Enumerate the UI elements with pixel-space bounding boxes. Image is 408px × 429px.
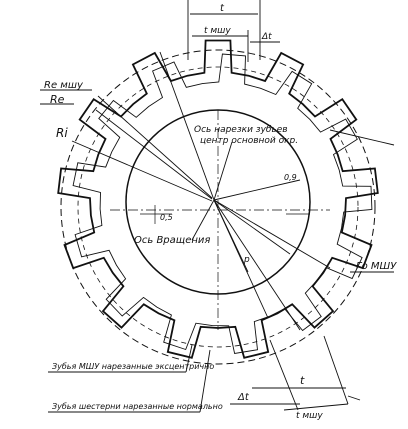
top-dimension (187, 0, 280, 62)
radius-lines (71, 51, 395, 331)
outer-dashed-circle (60, 49, 376, 365)
label-dim-09: 0,9 (284, 173, 297, 182)
label-t-mshu-bottom: t мшу (296, 411, 323, 421)
note-leaders (40, 89, 394, 413)
label-t-top: t (220, 3, 225, 14)
label-ri: Ri (56, 126, 68, 140)
gear-tooth-outline (57, 39, 379, 359)
mshu-tooth-outline (72, 53, 373, 355)
center-lines (110, 110, 330, 330)
label-t-bottom: t (300, 374, 305, 387)
note-teeth-mshu: Зубья МШУ нарезанные эксцентрично (52, 362, 214, 371)
bottom-dimension (230, 335, 361, 411)
label-axis-cutting-center: центр основной окр. (200, 136, 298, 146)
label-axis-cutting: Ось нарезки зубьев (194, 125, 288, 135)
label-re-mshu: Re мшу (44, 80, 84, 91)
label-t-mshu-top: t мшу (204, 26, 231, 36)
label-re: Re (50, 93, 65, 106)
label-dim-05: 0,5 (160, 213, 173, 222)
label-delta-t-top: Δt (261, 32, 272, 42)
label-delta-t-bottom: Δt (237, 392, 250, 403)
inner-dashed-circle (77, 66, 359, 348)
label-axis-rotation: Ось Вращения (134, 235, 210, 246)
label-r0-mshu: Го МШУ (356, 261, 397, 272)
label-p: р (243, 255, 250, 265)
note-teeth-gear: Зубья шестерни нарезанные нормально (52, 402, 223, 411)
